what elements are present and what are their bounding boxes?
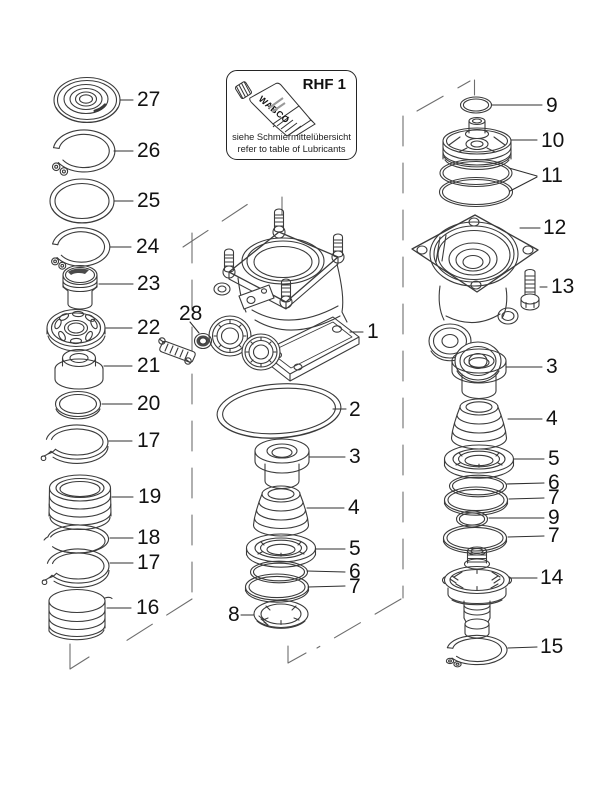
part-1-drawing — [209, 208, 359, 381]
callout-9-b: 9 — [548, 506, 560, 529]
leader-lines — [99, 100, 547, 648]
part-12-drawing — [412, 215, 538, 382]
part-17b-drawing — [41, 548, 110, 588]
part-2-drawing — [215, 380, 342, 443]
part-23-drawing — [63, 266, 97, 310]
callout-7-c: 7 — [349, 575, 361, 598]
callout-6-c: 6 — [349, 560, 361, 583]
callout-1: 1 — [367, 320, 379, 343]
part-15-drawing — [445, 634, 508, 668]
part-5-center-drawing — [245, 533, 317, 568]
callout-18: 18 — [137, 526, 161, 549]
callout-14: 14 — [540, 566, 564, 589]
part-17a-drawing — [40, 424, 109, 464]
callout-5-r: 5 — [548, 447, 560, 470]
lubricant-code: RHF 1 — [302, 76, 346, 93]
part-11-drawing — [440, 160, 513, 207]
callout-24: 24 — [136, 235, 160, 258]
part-25-drawing — [50, 179, 114, 223]
lubricant-tube-illustration: WABCO — [234, 81, 316, 136]
callout-2: 2 — [349, 398, 361, 421]
callout-17-a: 17 — [137, 429, 161, 452]
callout-15: 15 — [540, 635, 564, 658]
part-6-center-drawing — [249, 560, 309, 584]
callout-7-r2: 7 — [548, 524, 560, 547]
callout-21: 21 — [137, 354, 161, 377]
callout-3-c: 3 — [349, 445, 361, 468]
callout-11: 11 — [541, 164, 563, 187]
part-26-drawing — [51, 129, 116, 176]
lubricant-note: siehe Schmiermittelübersicht refer to ta… — [227, 131, 356, 155]
callout-27: 27 — [137, 88, 161, 111]
callout-4-r: 4 — [546, 407, 558, 430]
callout-8: 8 — [228, 603, 240, 626]
lubricant-info-box: RHF 1 WABCO siehe Schmiermittelübersicht… — [226, 70, 357, 160]
callout-4-c: 4 — [348, 496, 360, 519]
callout-12: 12 — [543, 216, 567, 239]
lubricant-note-english: refer to table of Lubricants — [237, 143, 346, 154]
part-24-drawing — [51, 227, 111, 270]
part-10-drawing — [443, 118, 511, 170]
part-4-right-drawing — [450, 398, 508, 450]
part-22-drawing — [47, 310, 105, 352]
callout-16: 16 — [136, 596, 160, 619]
callout-25: 25 — [137, 189, 161, 212]
part-8-drawing — [254, 601, 308, 629]
part-5-right-drawing — [443, 444, 515, 479]
construction-lines — [70, 80, 475, 669]
part-28-drawing — [159, 334, 212, 365]
callout-7-r1: 7 — [548, 486, 560, 509]
part-13-drawing — [521, 270, 539, 311]
part-16-drawing — [49, 590, 112, 640]
part-20-drawing — [56, 392, 101, 419]
callout-5-c: 5 — [349, 537, 361, 560]
callout-20: 20 — [137, 392, 161, 415]
callout-9-a: 9 — [546, 94, 558, 117]
part-3-center-drawing — [254, 438, 310, 490]
part-9-top-drawing — [459, 96, 493, 114]
callout-19: 19 — [138, 485, 162, 508]
callout-10: 10 — [541, 129, 565, 152]
lubricant-note-german: siehe Schmiermittelübersicht — [232, 131, 351, 142]
callout-6-r: 6 — [548, 471, 560, 494]
callout-28: 28 — [179, 302, 203, 325]
part-7-center-drawing — [244, 573, 310, 603]
callout-22: 22 — [137, 316, 161, 339]
callout-17-b: 17 — [137, 551, 161, 574]
callout-13: 13 — [551, 275, 575, 298]
part-21-drawing — [55, 350, 103, 390]
callout-23: 23 — [137, 272, 161, 295]
part-27-drawing — [54, 78, 120, 123]
callout-3-r: 3 — [546, 355, 558, 378]
callout-26: 26 — [137, 139, 161, 162]
part-14-drawing — [443, 547, 512, 638]
part-4-center-drawing — [252, 485, 310, 537]
part-19-drawing — [49, 475, 111, 530]
